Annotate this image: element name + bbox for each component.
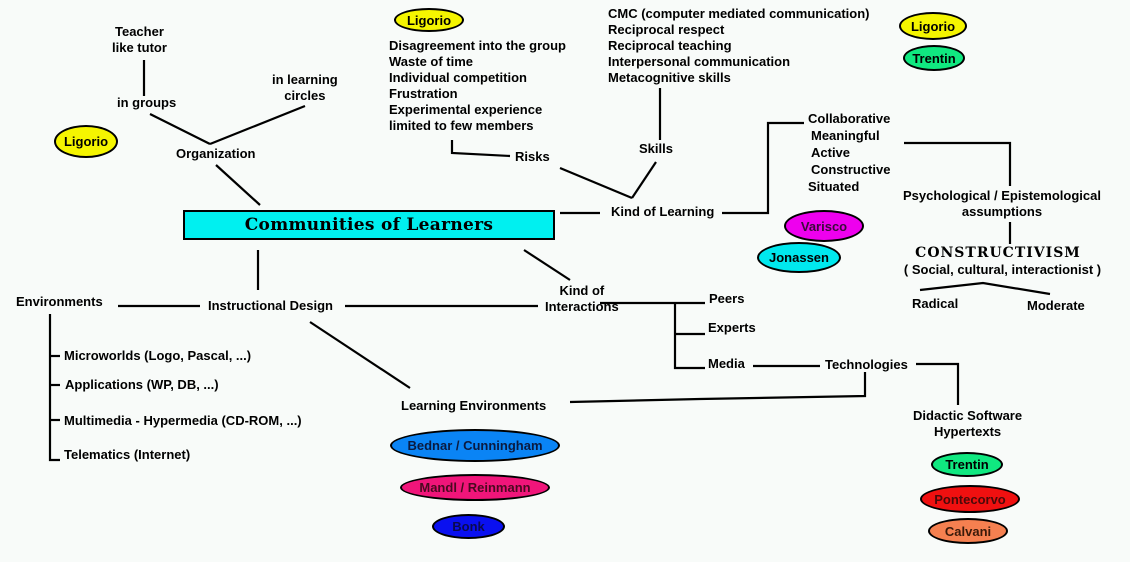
author-ligorio[interactable]: Ligorio: [54, 125, 118, 158]
connector: [450, 140, 511, 158]
risk-item: Individual competition: [389, 70, 527, 85]
interaction-item-experts[interactable]: Experts: [708, 320, 756, 335]
risk-item: Experimental experience: [389, 102, 543, 117]
organization-node[interactable]: Organization: [176, 146, 256, 161]
connector: [722, 121, 804, 215]
skills-list: CMC (computer mediated communication) Re…: [608, 6, 869, 86]
in-groups-label: in groups: [117, 95, 177, 110]
author-varisco[interactable]: Varisco: [784, 210, 864, 242]
risks-list: Disagreement into the group Waste of tim…: [389, 38, 566, 134]
connector: [904, 141, 1012, 186]
learning-type: Meaningful: [811, 128, 880, 143]
connector: [919, 281, 1051, 296]
author-ligorio[interactable]: Ligorio: [899, 12, 967, 40]
connector: [48, 314, 60, 462]
skills-node[interactable]: Skills: [639, 141, 673, 156]
moderate-label: Moderate: [1027, 298, 1085, 313]
risk-item: Waste of time: [389, 54, 474, 69]
risk-item: Disagreement into the group: [389, 38, 566, 53]
environment-item: Microworlds (Logo, Pascal, ...): [64, 348, 252, 363]
author-jonassen[interactable]: Jonassen: [757, 242, 841, 273]
environments-node[interactable]: Environments: [16, 294, 103, 309]
connector: [215, 164, 261, 206]
connector: [916, 362, 960, 405]
risk-item: Frustration: [389, 86, 458, 101]
learning-type: Collaborative: [808, 111, 891, 126]
skill-item: Interpersonal communication: [608, 54, 791, 69]
connector: [631, 161, 657, 199]
learning-environments-node[interactable]: Learning Environments: [401, 398, 547, 413]
learning-type: Situated: [808, 179, 860, 194]
connector: [569, 372, 867, 404]
risks-node[interactable]: Risks: [515, 149, 550, 164]
kind-of-learning-node[interactable]: Kind of Learning: [611, 204, 715, 219]
environment-item: Multimedia - Hypermedia (CD-ROM, ...): [64, 413, 302, 428]
author-ligorio[interactable]: Ligorio: [394, 8, 464, 32]
constructivism-heading: CONSTRUCTIVISM: [915, 245, 1081, 261]
skill-item: CMC (computer mediated communication): [608, 6, 870, 21]
learning-type: Active: [811, 145, 851, 160]
interaction-item-peers[interactable]: Peers: [709, 291, 745, 306]
constructivism-subtitle: ( Social, cultural, interactionist ): [903, 262, 1102, 277]
author-bednar-cunningham[interactable]: Bednar / Cunningham: [390, 429, 560, 462]
radical-label: Radical: [912, 296, 959, 311]
skill-item: Metacognitive skills: [608, 70, 731, 85]
learning-types-list: Collaborative Meaningful Active Construc…: [808, 110, 890, 195]
interaction-item-media[interactable]: Media: [708, 356, 745, 371]
environment-item: Applications (WP, DB, ...): [65, 377, 219, 392]
author-pontecorvo[interactable]: Pontecorvo: [920, 485, 1020, 513]
environment-item: Telematics (Internet): [64, 447, 191, 462]
author-mandl-reinmann[interactable]: Mandl / Reinmann: [400, 474, 550, 501]
connector: [209, 104, 306, 146]
author-trentin[interactable]: Trentin: [903, 45, 965, 71]
connector: [523, 249, 571, 281]
risk-item: limited to few members: [389, 118, 534, 133]
learning-type: Constructive: [811, 162, 891, 177]
skill-item: Reciprocal teaching: [608, 38, 732, 53]
technologies-node[interactable]: Technologies: [825, 357, 908, 372]
skill-item: Reciprocal respect: [608, 22, 725, 37]
author-trentin[interactable]: Trentin: [931, 452, 1003, 477]
connector: [673, 303, 705, 370]
connector: [149, 113, 211, 145]
connector: [559, 166, 633, 200]
author-bonk[interactable]: Bonk: [432, 514, 505, 539]
connector: [309, 321, 411, 389]
instructional-design-node[interactable]: Instructional Design: [208, 298, 333, 313]
author-calvani[interactable]: Calvani: [928, 518, 1008, 544]
main-topic-box[interactable]: Communities of Learners: [183, 210, 555, 240]
